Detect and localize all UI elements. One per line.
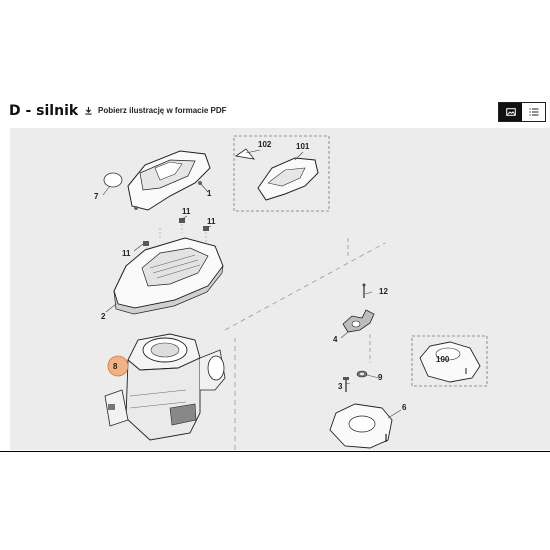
callout-6[interactable]: 6 [402,403,407,412]
highlight-part-8[interactable] [107,355,129,377]
part-101-102-box [233,135,330,212]
list-view-button[interactable] [522,103,545,121]
part-11-nuts [143,218,209,246]
callout-11-b[interactable]: 11 [207,217,216,226]
callout-100[interactable]: 100 [436,355,450,364]
part-100-box [411,335,488,387]
callout-1[interactable]: 1 [207,189,212,198]
image-view-button[interactable] [499,103,522,121]
callout-102[interactable]: 102 [258,140,272,149]
part-4-clutch [342,309,375,333]
exploded-parts-diagram: 7 1 102 101 11 11 11 2 8 12 4 100 9 3 6 [10,128,550,450]
callout-7[interactable]: 7 [94,192,99,201]
list-icon [529,103,539,121]
part-6-base-plate [329,403,393,449]
part-12-bolt [362,283,366,298]
diagram-canvas: 7 1 102 101 11 11 11 2 8 12 4 100 9 3 6 [94,135,488,450]
part-7-sticker [103,172,123,188]
callout-2[interactable]: 2 [101,312,106,321]
callout-11-a[interactable]: 11 [182,207,191,216]
download-pdf-link[interactable]: Pobierz ilustrację w formacie PDF [84,106,226,115]
part-2-shroud [113,237,224,315]
callout-12[interactable]: 12 [379,287,388,296]
image-icon [505,103,516,121]
view-toggle [498,102,546,122]
callout-8[interactable]: 8 [113,362,118,371]
page-header: D - silnik Pobierz ilustrację w formacie… [0,100,550,126]
part-8-engine [104,333,226,441]
leader-lines [102,149,402,419]
page-title: D - silnik [9,103,79,119]
callout-11-c[interactable]: 11 [122,249,131,258]
callout-4[interactable]: 4 [333,335,338,344]
callout-3[interactable]: 3 [338,382,343,391]
download-icon [84,106,93,115]
bottom-divider [0,451,550,452]
part-1-top-cover [127,150,211,211]
part-3-9-fasteners [343,370,368,392]
callout-101[interactable]: 101 [296,142,310,151]
download-pdf-label: Pobierz ilustrację w formacie PDF [98,106,227,115]
callout-9[interactable]: 9 [378,373,383,382]
